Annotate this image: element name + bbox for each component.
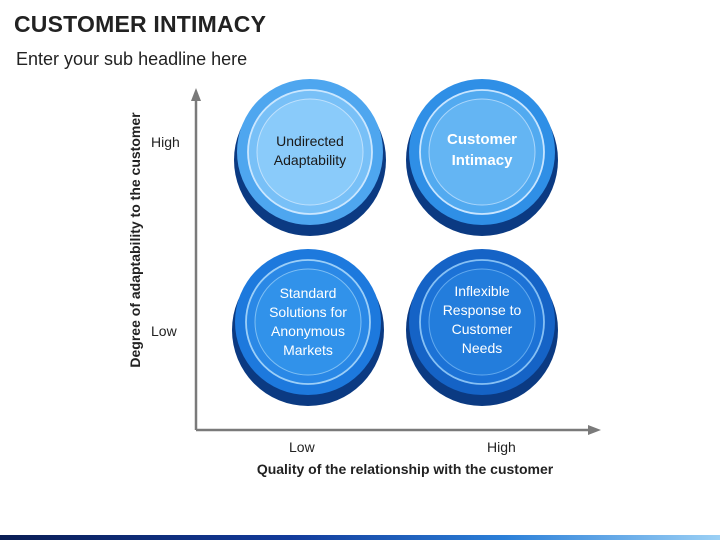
quadrant-bottom-right-line1: Inflexible [454, 283, 510, 299]
disc-undirected-adaptability [234, 79, 386, 236]
disc-inflexible-response [406, 249, 558, 406]
quadrant-top-right-line2: Intimacy [451, 152, 513, 169]
quadrant-top-left-line2: Adaptability [273, 152, 347, 168]
quadrant-label-bottom-left: Standard Solutions for Anonymous Markets [248, 284, 368, 360]
x-tick-low: Low [289, 439, 315, 455]
quadrant-bottom-right-line2: Response to [442, 302, 522, 318]
quadrant-bottom-left-line4: Markets [283, 342, 333, 358]
y-axis-arrowhead [191, 88, 201, 101]
x-axis-arrowhead [588, 425, 601, 435]
quadrant-top-left-line1: Undirected [276, 133, 344, 149]
quadrant-label-bottom-right: Inflexible Response to Customer Needs [422, 282, 542, 358]
quadrant-bottom-left-line3: Anonymous [271, 323, 345, 339]
quadrant-bottom-left-line2: Solutions for [269, 304, 347, 320]
x-tick-high: High [487, 439, 516, 455]
page-subtitle: Enter your sub headline here [16, 49, 248, 69]
quadrant-label-top-left: Undirected Adaptability [250, 132, 370, 170]
disc-standard-solutions [232, 249, 384, 406]
quadrant-bottom-right-line3: Customer [451, 321, 513, 337]
quadrant-bottom-right-line4: Needs [461, 340, 503, 356]
bottom-accent-bar [0, 535, 720, 540]
x-axis-label: Quality of the relationship with the cus… [256, 461, 554, 477]
y-tick-low: Low [151, 323, 177, 339]
quadrant-label-top-right: Customer Intimacy [422, 129, 542, 171]
y-tick-high: High [151, 134, 180, 150]
y-axis-label-text: Degree of adaptability to the customer [127, 112, 143, 368]
quadrant-bottom-left-line1: Standard [279, 285, 337, 301]
disc-customer-intimacy [406, 79, 558, 236]
quadrant-top-right-line1: Customer [446, 131, 517, 148]
page-title: CUSTOMER INTIMACY [14, 11, 267, 37]
